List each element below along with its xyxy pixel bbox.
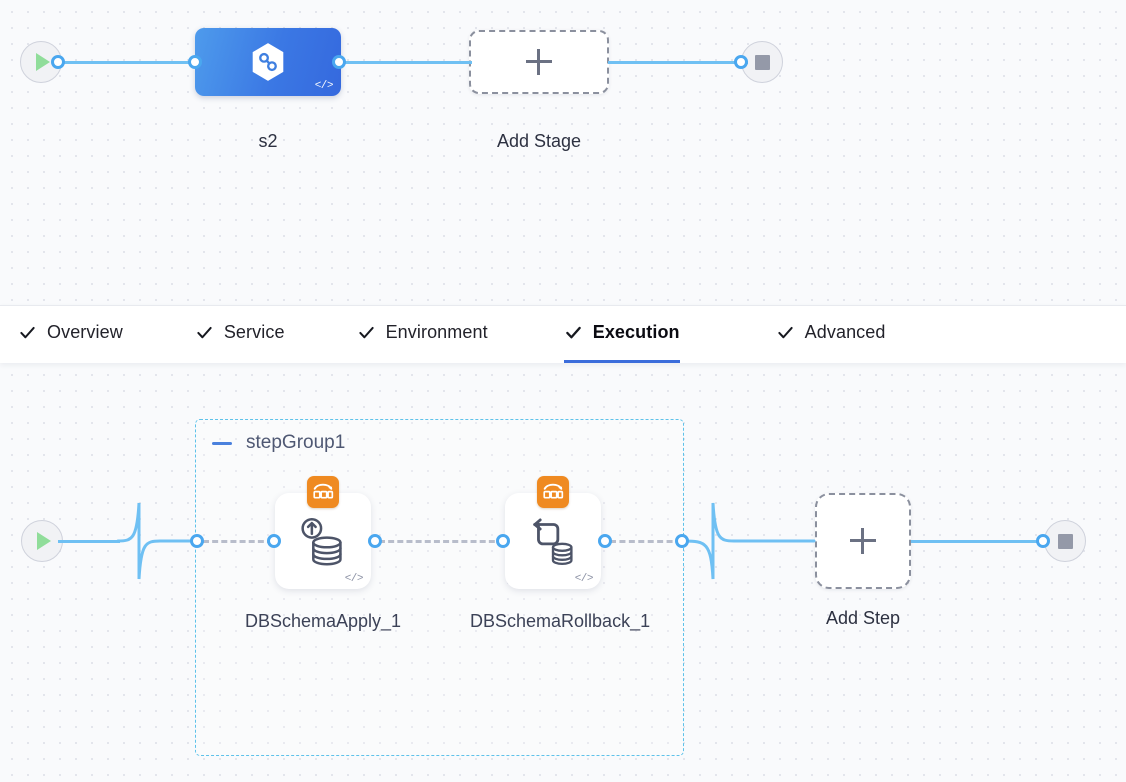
- add-stage-button[interactable]: [469, 30, 609, 94]
- port-step2-out[interactable]: [598, 534, 612, 548]
- add-step-label: Add Step: [825, 608, 901, 628]
- step-group-container[interactable]: stepGroup1: [195, 419, 684, 756]
- execution-end-node[interactable]: [1044, 520, 1086, 562]
- execution-canvas[interactable]: stepGroup1: [0, 363, 1126, 782]
- tab-execution[interactable]: Execution: [563, 306, 680, 363]
- tab-overview-label: Overview: [47, 321, 123, 342]
- step-label-dbschemaapply: DBSchemaApply_1: [244, 611, 402, 631]
- link-group-to-step1: [203, 540, 273, 543]
- link-addstage-to-end: [608, 61, 748, 64]
- stage-config-tabs[interactable]: Overview Service Environment Execution A: [0, 305, 1126, 363]
- tab-service[interactable]: Service: [195, 306, 285, 363]
- step-card-dbschemaapply[interactable]: </>: [275, 476, 371, 589]
- link-addstep-to-end: [911, 540, 1048, 543]
- step-label-dbschemarollback: DBSchemaRollback_1: [470, 611, 651, 631]
- port-stage-in[interactable]: [188, 55, 202, 69]
- port-stepgroup-out[interactable]: [675, 534, 689, 548]
- tab-service-label: Service: [223, 321, 285, 342]
- template-badge-icon: [537, 476, 569, 508]
- play-icon: [36, 53, 50, 71]
- check-icon: [358, 326, 374, 338]
- stage-canvas[interactable]: </> s2 Add Stage: [0, 0, 1126, 305]
- check-icon: [777, 326, 793, 338]
- port-step2-in[interactable]: [496, 534, 510, 548]
- check-icon: [20, 326, 35, 338]
- tab-execution-label: Execution: [592, 321, 680, 342]
- plus-icon: [850, 528, 876, 554]
- link-start-stub: [58, 540, 120, 543]
- port-step1-out[interactable]: [368, 534, 382, 548]
- step-group-header: stepGroup1: [212, 432, 345, 454]
- link-step2-to-group-out: [610, 540, 682, 543]
- port-stage-out[interactable]: [332, 55, 346, 69]
- tab-overview[interactable]: Overview: [18, 306, 123, 363]
- add-step-button[interactable]: [815, 493, 911, 589]
- stage-node-label: s2: [258, 131, 278, 151]
- execution-start-node[interactable]: [21, 520, 63, 562]
- minus-icon[interactable]: [212, 441, 232, 445]
- check-icon: [565, 326, 581, 338]
- db-schema-rollback-icon: [533, 518, 573, 566]
- check-icon: [197, 326, 212, 338]
- tab-advanced[interactable]: Advanced: [776, 306, 886, 363]
- port-execution-end-in[interactable]: [1036, 534, 1050, 548]
- link-stage-to-addstage: [338, 61, 472, 64]
- stop-icon: [1057, 533, 1073, 549]
- template-badge-icon: [307, 476, 339, 508]
- link-start-to-stage: [58, 61, 200, 64]
- step-code-badge-icon[interactable]: </>: [344, 573, 364, 585]
- stepgroup-exit-bracket: [682, 502, 816, 580]
- stepgroup-entry-bracket: [116, 502, 200, 580]
- step-card-dbschemarollback[interactable]: </>: [505, 476, 601, 589]
- link-step1-to-step2: [379, 540, 504, 543]
- port-stepgroup-in[interactable]: [190, 534, 204, 548]
- stop-icon: [754, 54, 770, 70]
- add-stage-label: Add Stage: [496, 131, 582, 151]
- port-step1-in[interactable]: [267, 534, 281, 548]
- plus-icon: [526, 49, 552, 75]
- play-icon: [37, 532, 51, 550]
- step-code-badge-icon[interactable]: </>: [574, 573, 594, 585]
- stage-code-badge-icon[interactable]: </>: [314, 80, 334, 92]
- stage-node-s2[interactable]: </>: [195, 28, 341, 96]
- tab-advanced-label: Advanced: [804, 321, 886, 342]
- tab-environment[interactable]: Environment: [357, 306, 488, 363]
- db-schema-apply-icon: [301, 517, 342, 566]
- port-start-out[interactable]: [51, 55, 65, 69]
- port-end-in[interactable]: [734, 55, 748, 69]
- harness-cd-hexagon-icon: [252, 43, 284, 81]
- step-group-title: stepGroup1: [246, 432, 346, 453]
- tab-environment-label: Environment: [385, 321, 488, 342]
